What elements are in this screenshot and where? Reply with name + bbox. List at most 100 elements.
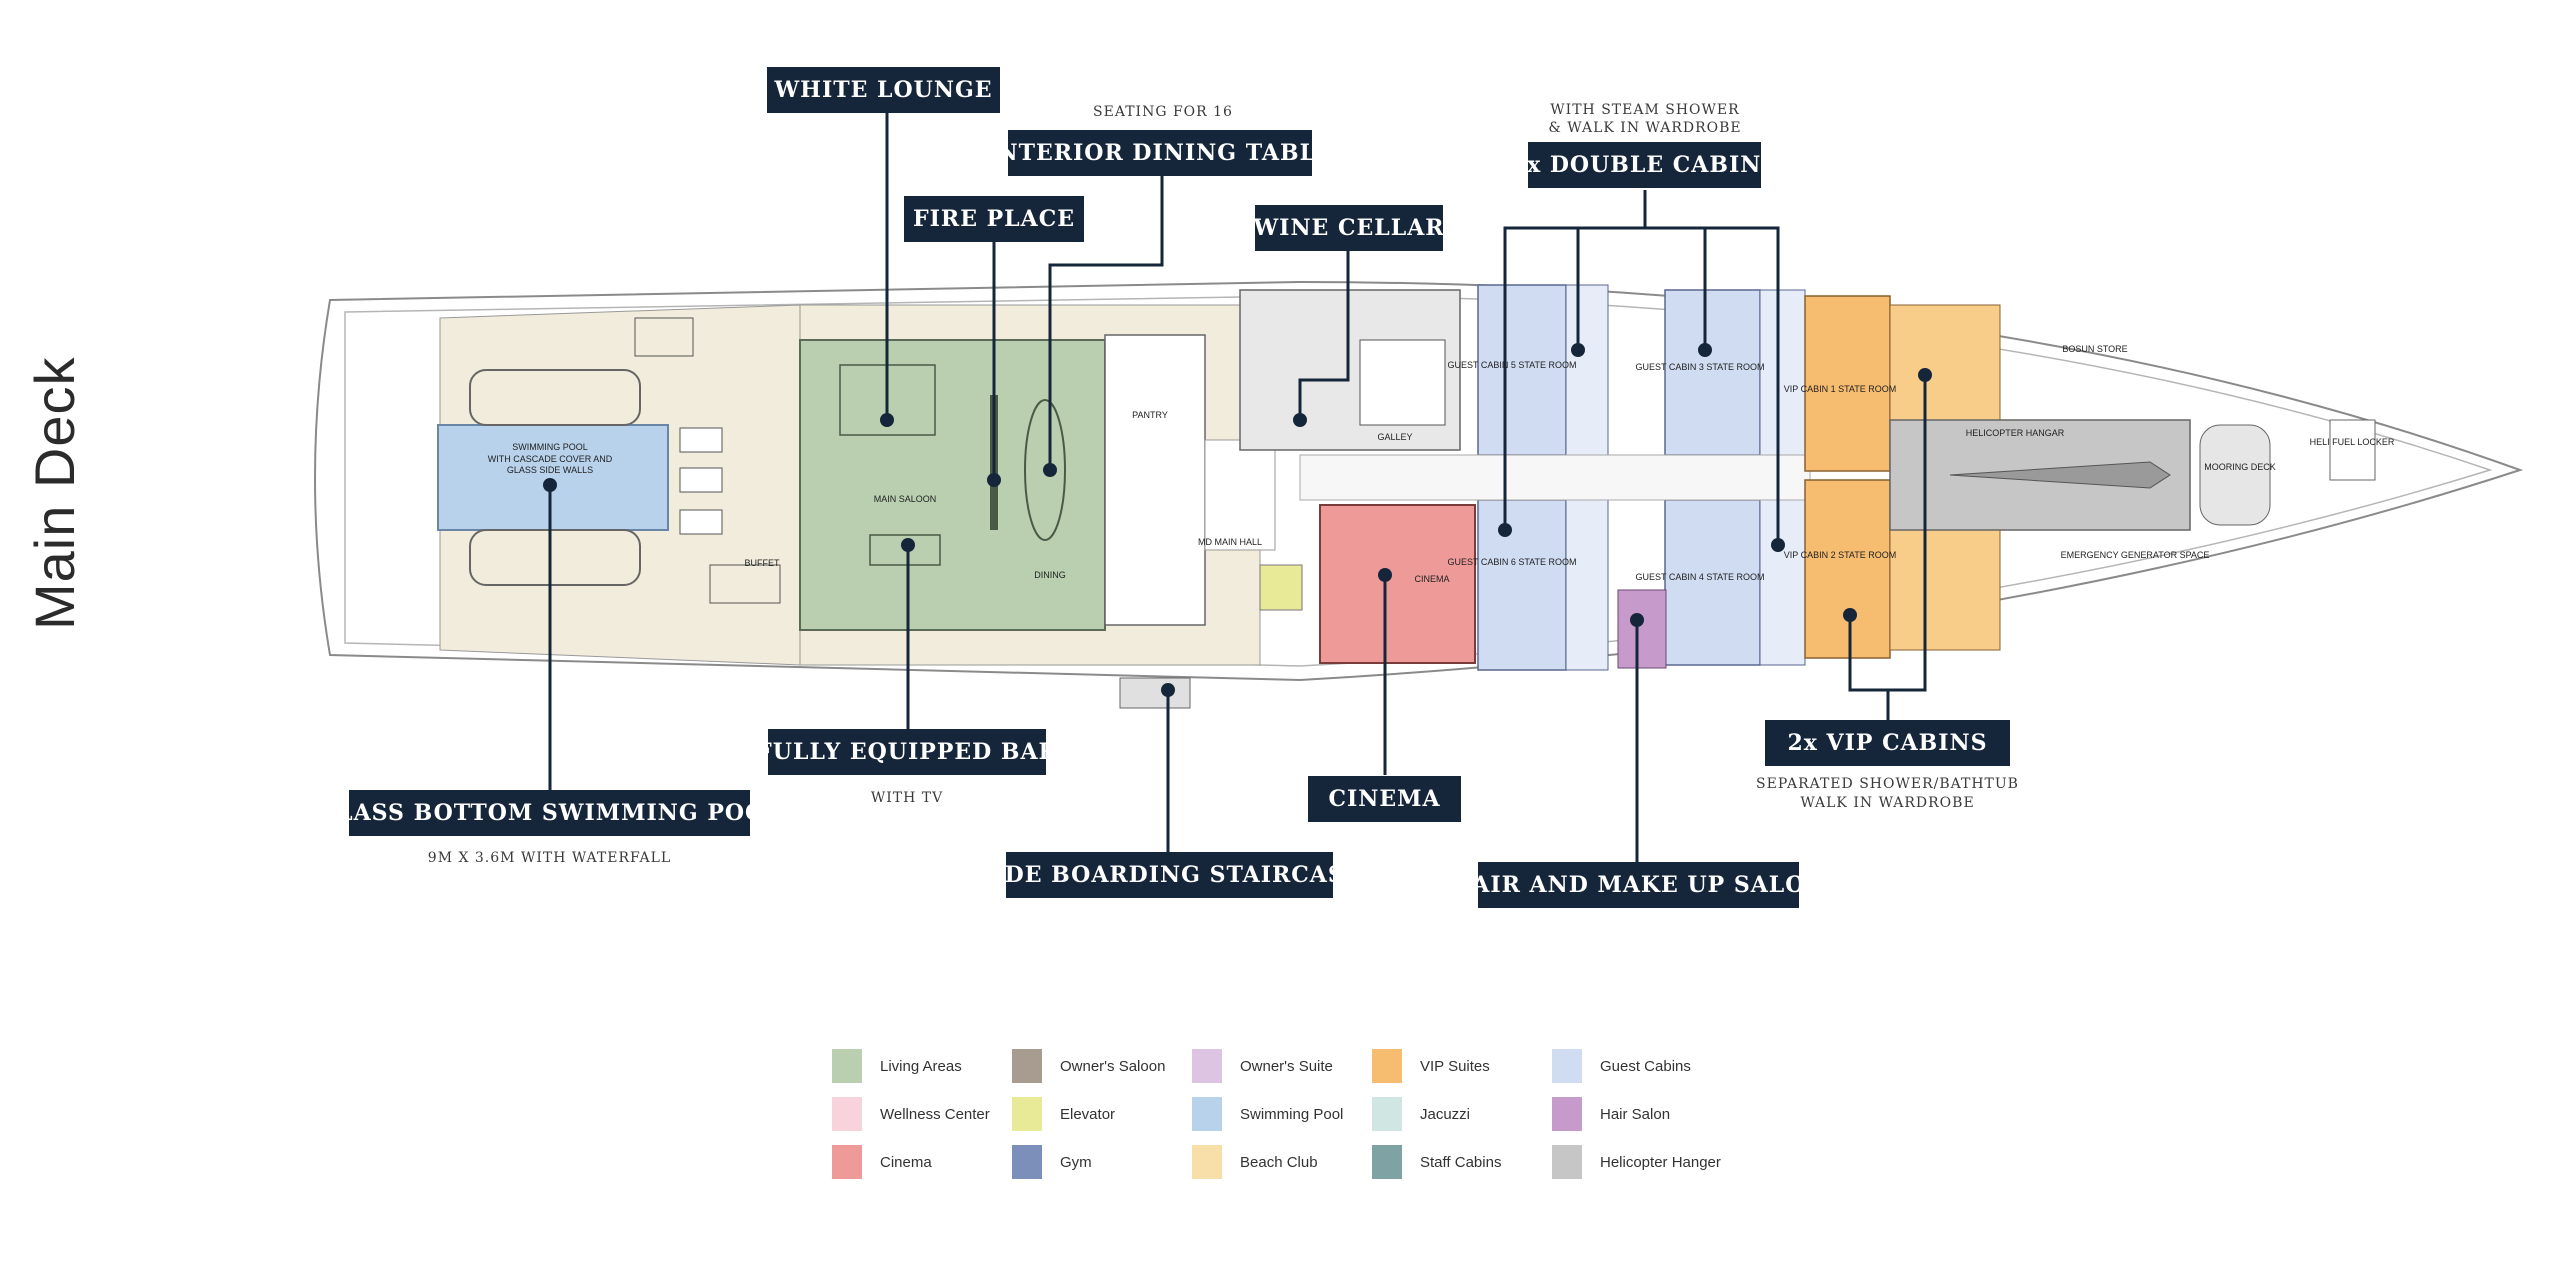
pool-frame-bottom — [469, 529, 641, 586]
plan-label-guest-5: GUEST CABIN 5 STATE ROOM — [1447, 360, 1576, 370]
plan-label-heli-hangar: HELICOPTER HANGAR — [1966, 428, 2065, 438]
plan-label-pool-sub2: GLASS SIDE WALLS — [507, 465, 593, 475]
plan-label-vip-1: VIP CABIN 1 STATE ROOM — [1784, 384, 1897, 394]
legend-label: Staff Cabins — [1420, 1153, 1502, 1171]
legend-swatch — [832, 1049, 862, 1083]
note-double-1: WITH STEAM SHOWER — [1550, 102, 1740, 118]
legend-swatch — [1012, 1049, 1042, 1083]
plan-label-pool: SWIMMING POOL — [512, 442, 588, 452]
dot-cabin-c — [1698, 343, 1712, 357]
legend-item: Hair Salon — [1552, 1096, 1670, 1132]
vip-bath-2 — [1889, 529, 2001, 651]
dot-fire-place — [987, 473, 1001, 487]
dot-cabin-a — [1498, 523, 1512, 537]
legend-item: Beach Club — [1192, 1144, 1318, 1180]
legend-item: VIP Suites — [1372, 1048, 1490, 1084]
bar-counter — [869, 534, 941, 566]
legend-item: Cinema — [832, 1144, 932, 1180]
dot-white-lounge — [880, 413, 894, 427]
guest-cabin-5 — [1477, 284, 1567, 456]
legend-swatch — [1552, 1097, 1582, 1131]
plan-label-bosun: BOSUN STORE — [2062, 344, 2127, 354]
legend-swatch — [1552, 1049, 1582, 1083]
vip-bath-1 — [1889, 304, 2001, 421]
plan-label-dining: DINING — [1034, 570, 1066, 580]
dot-salon — [1630, 613, 1644, 627]
stairs-aft-2 — [709, 564, 781, 604]
legend-item: Elevator — [1012, 1096, 1115, 1132]
plan-label-main-saloon: MAIN SALOON — [874, 494, 937, 504]
dot-vip-a — [1843, 608, 1857, 622]
legend-label: Jacuzzi — [1420, 1105, 1471, 1123]
guest-bath-4 — [1759, 499, 1806, 666]
plan-label-heli-fuel: HELI FUEL LOCKER — [2310, 437, 2395, 447]
dining-table — [1024, 399, 1066, 541]
guest-bath-3 — [1759, 289, 1806, 456]
pantry-area — [1104, 334, 1206, 626]
guest-bath-1 — [1565, 284, 1609, 456]
legend-swatch — [1192, 1049, 1222, 1083]
callout-staircase: SIDE BOARDING STAIRCASE — [976, 852, 1362, 898]
legend-swatch — [832, 1097, 862, 1131]
helicopter-shape — [1949, 461, 2171, 489]
note-vip-1: SEPARATED SHOWER/BATHTUB — [1756, 776, 2019, 792]
legend-swatch — [1012, 1145, 1042, 1179]
callout-fire-place: FIRE PLACE — [904, 196, 1084, 242]
plan-label-pantry: PANTRY — [1132, 410, 1168, 420]
legend-label: Owner's Saloon — [1060, 1057, 1166, 1075]
legend-label: Helicopter Hanger — [1600, 1153, 1721, 1171]
legend-label: Living Areas — [880, 1057, 962, 1075]
legend-swatch — [1192, 1097, 1222, 1131]
side-boarding — [1119, 677, 1191, 709]
callout-salon: HAIR AND MAKE UP SALON — [1450, 862, 1826, 908]
plan-label-vip-2: VIP CABIN 2 STATE ROOM — [1784, 550, 1897, 560]
note-vip-2: WALK IN WARDROBE — [1800, 795, 1975, 811]
legend-label: Elevator — [1060, 1105, 1116, 1123]
heli-fuel-locker — [2329, 419, 2376, 481]
dot-cinema — [1378, 568, 1392, 582]
legend-swatch — [1372, 1049, 1402, 1083]
guest-cabin-4 — [1664, 499, 1761, 666]
line-dining — [1048, 176, 1164, 470]
callout-wine-cellar: WINE CELLAR — [1253, 205, 1444, 251]
legend-swatch — [1552, 1145, 1582, 1179]
mooring-deck — [2199, 424, 2271, 526]
legend-swatch — [832, 1145, 862, 1179]
dot-staircase — [1161, 683, 1175, 697]
legend-label: Gym — [1060, 1153, 1092, 1171]
pool-frame-top — [469, 369, 641, 426]
dot-pool — [543, 478, 557, 492]
legend-label: Beach Club — [1240, 1153, 1318, 1171]
callout-double-cabins: 4x DOUBLE CABINS — [1511, 142, 1777, 188]
guest-cabin-6 — [1477, 499, 1567, 671]
dot-cabin-b — [1571, 343, 1585, 357]
legend-label: Cinema — [880, 1153, 932, 1171]
pool-area — [437, 424, 669, 531]
plan-label-guest-6: GUEST CABIN 6 STATE ROOM — [1447, 557, 1576, 567]
plan-label-cinema: CINEMA — [1414, 574, 1449, 584]
line-wine-cellar — [1298, 248, 1350, 420]
callout-cinema: CINEMA — [1308, 776, 1461, 822]
plan-label-mooring: MOORING DECK — [2204, 462, 2276, 472]
callout-white-lounge: WHITE LOUNGE — [767, 67, 1000, 113]
legend-label: Hair Salon — [1600, 1105, 1671, 1123]
legend-item: Guest Cabins — [1552, 1048, 1691, 1084]
note-pool: 9M X 3.6M WITH WATERFALL — [427, 850, 672, 866]
line-double-d — [1645, 226, 1780, 545]
dot-wine — [1293, 413, 1307, 427]
sunbed-2 — [679, 467, 723, 493]
note-double-2: & WALK IN WARDROBE — [1548, 120, 1742, 136]
main-saloon-area — [799, 339, 1106, 631]
plan-label-galley: GALLEY — [1377, 432, 1412, 442]
legend-label: Swimming Pool — [1240, 1105, 1344, 1123]
hair-salon-area — [1617, 589, 1667, 669]
vip-cabin-1 — [1804, 295, 1891, 472]
plan-label-emergency: EMERGENCY GENERATOR SPACE — [2061, 550, 2210, 560]
vip-cabin-2 — [1804, 479, 1891, 659]
note-bar: WITH TV — [870, 790, 944, 806]
callout-pool: GLASS BOTTOM SWIMMING POOL — [317, 790, 781, 836]
connector-dots — [543, 343, 1932, 697]
sunbed-3 — [679, 509, 723, 535]
callout-bar: FULLY EQUIPPED BAR — [756, 729, 1057, 775]
